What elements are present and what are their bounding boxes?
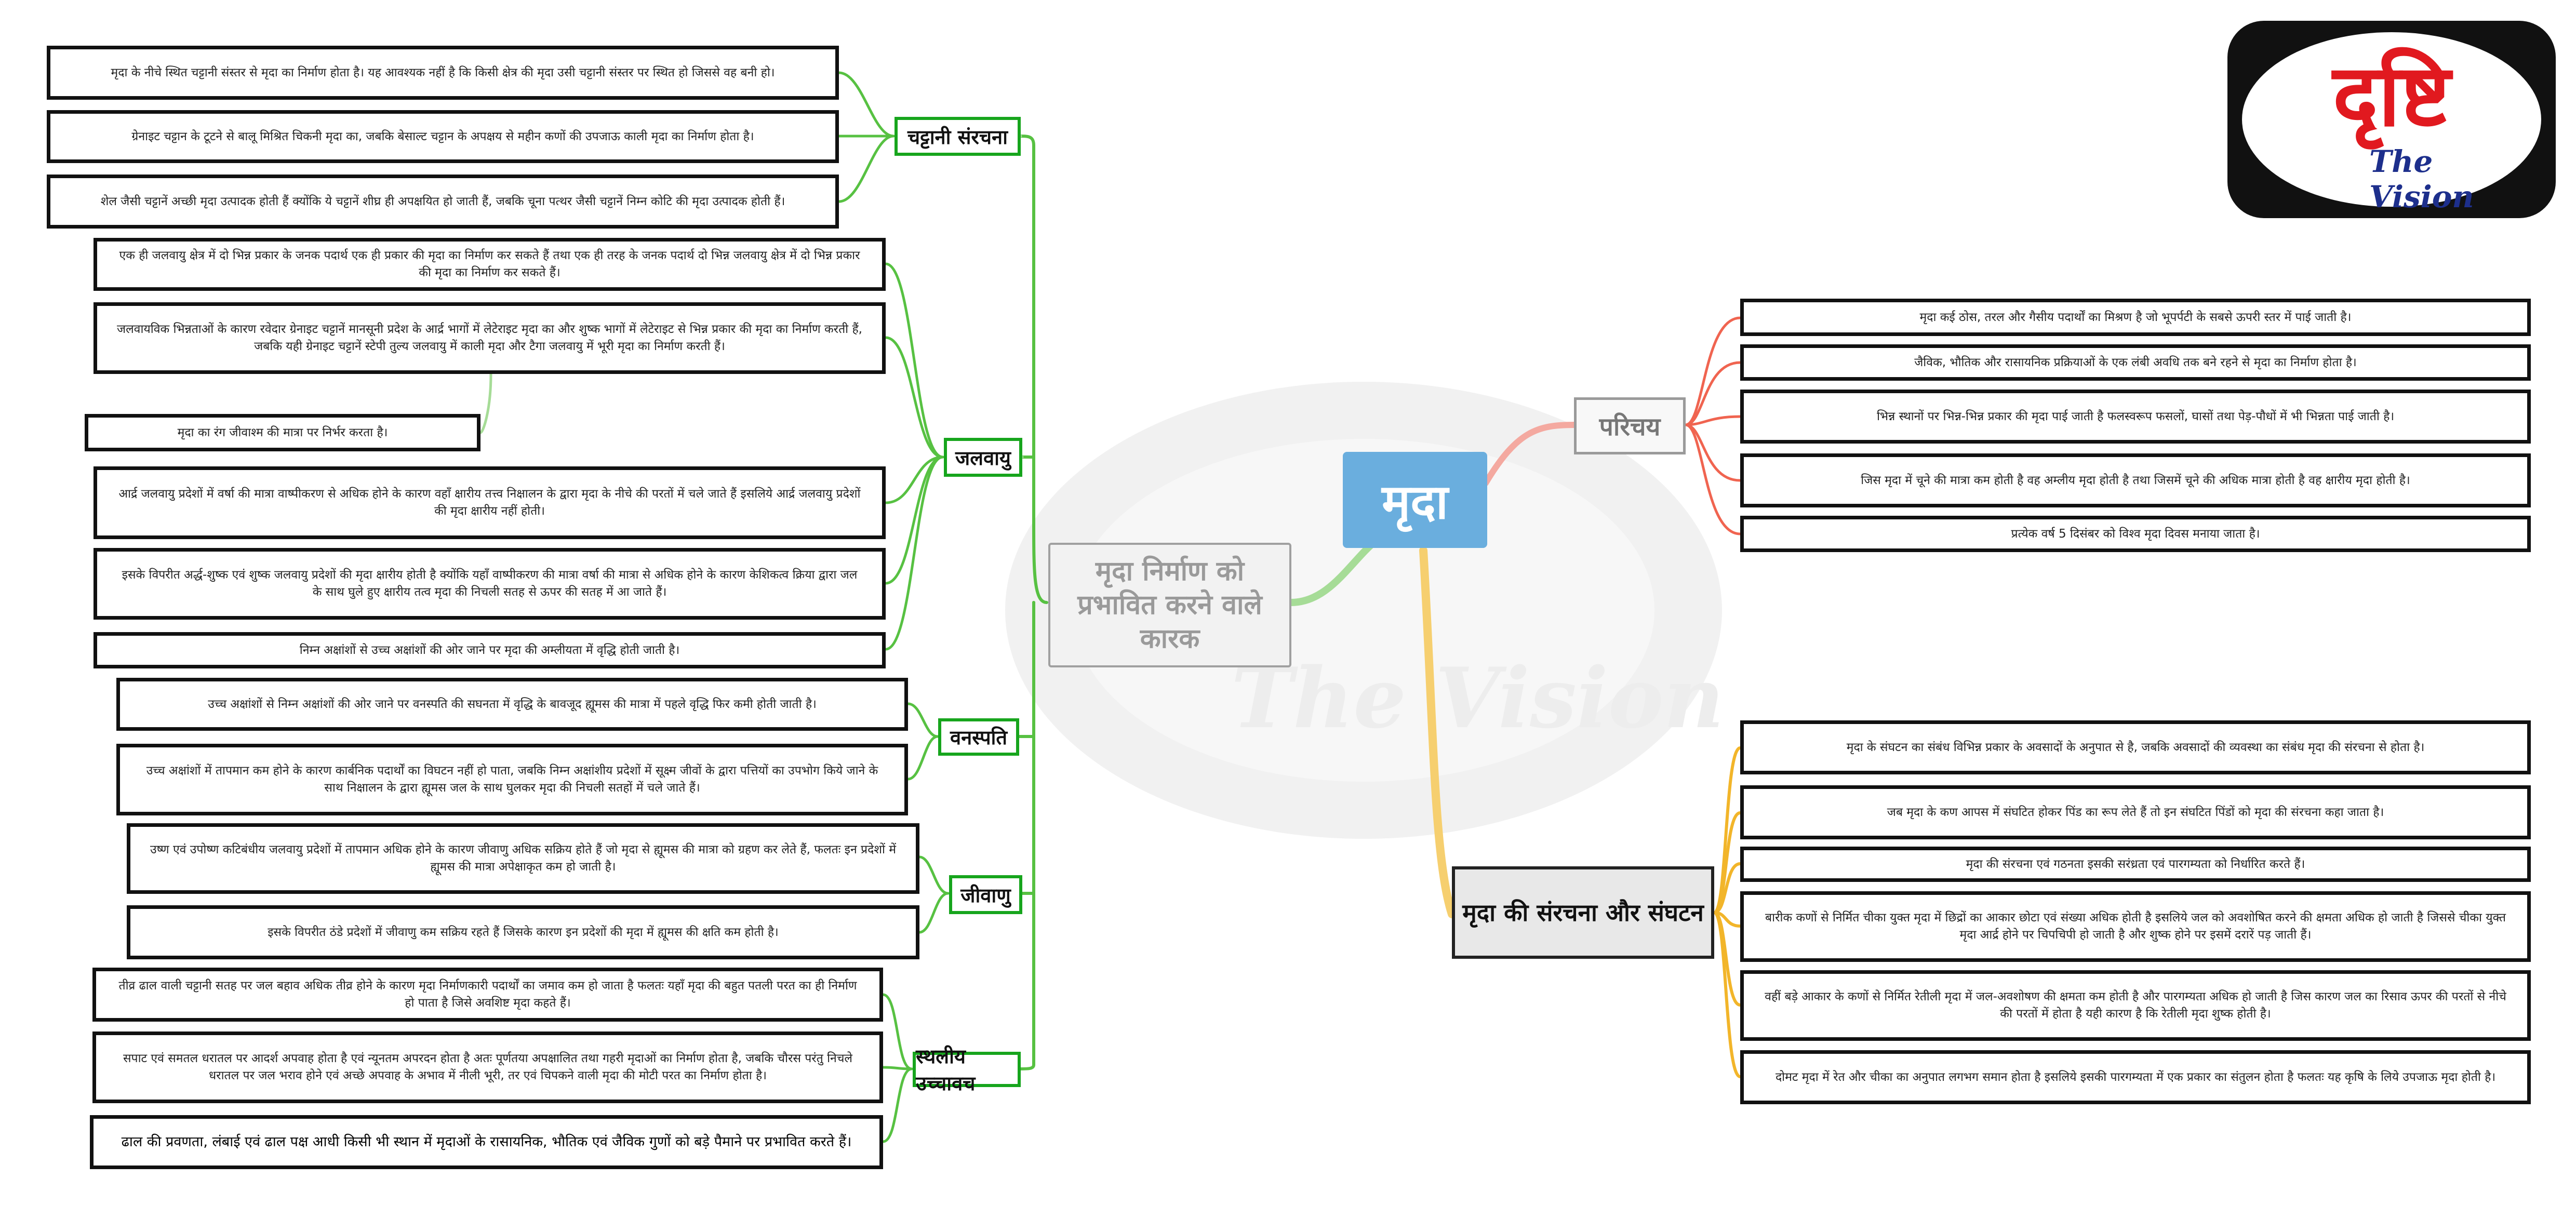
climate-leaf: आर्द्र जलवायु प्रदेशों में वर्षा की मात्… — [94, 466, 886, 539]
logo-english-text: The Vision — [2369, 144, 2474, 215]
relief-leaf: ढाल की प्रवणता, लंबाई एवं ढाल पक्ष आधी क… — [90, 1115, 883, 1169]
category-vegetation[interactable]: वनस्पति — [938, 718, 1019, 756]
bacteria-leaf: इसके विपरीत ठंडे प्रदेशों में जीवाणु कम … — [127, 905, 919, 959]
intro-node[interactable]: परिचय — [1574, 397, 1686, 454]
structure-leaf: मृदा के संघटन का संबंध विभिन्न प्रकार के… — [1740, 720, 2531, 774]
intro-leaf: जैविक, भौतिक और रासायनिक प्रक्रियाओं के … — [1740, 344, 2531, 381]
structure-leaf: मृदा की संरचना एवं गठनता इसकी सरंध्रता ए… — [1740, 847, 2531, 882]
logo-oval: दृष्टि The Vision — [2242, 32, 2541, 215]
structure-leaf: दोमट मृदा में रेत और चीका का अनुपात लगभग… — [1740, 1050, 2531, 1104]
intro-leaf: जिस मृदा में चूने की मात्रा कम होती है व… — [1740, 453, 2531, 507]
logo-hindi-text: दृष्टि — [2332, 46, 2451, 145]
structure-leaf: बारीक कणों से निर्मित चीका युक्त मृदा मे… — [1740, 891, 2531, 962]
vegetation-leaf: उच्च अक्षांशों में तापमान कम होने के कार… — [116, 744, 908, 815]
climate-leaf: जलवायविक भिन्नताओं के कारण रवेदार ग्रेना… — [94, 302, 886, 374]
relief-leaf: सपाट एवं समतल धरातल पर आदर्श अपवाह होता … — [92, 1032, 883, 1103]
climate-leaf: इसके विपरीत अर्द्ध-शुष्क एवं शुष्क जलवाय… — [94, 548, 886, 620]
climate-leaf: एक ही जलवायु क्षेत्र में दो भिन्न प्रकार… — [94, 238, 886, 291]
climate-leaf: निम्न अक्षांशों से उच्च अक्षांशों की ओर … — [94, 632, 886, 668]
watermark-text: The Vision — [1231, 649, 1724, 747]
structure-leaf: वहीं बड़े आकार के कणों से निर्मित रेतीली… — [1740, 970, 2531, 1041]
structure-leaf: जब मृदा के कण आपस में संघटित होकर पिंड क… — [1740, 785, 2531, 839]
relief-leaf: तीव्र ढाल वाली चट्टानी सतह पर जल बहाव अध… — [92, 968, 883, 1022]
intro-leaf: मृदा कई ठोस, तरल और गैसीय पदार्थों का मि… — [1740, 299, 2531, 336]
category-relief[interactable]: स्थलीय उच्चावच — [913, 1045, 1021, 1095]
climate-leaf: मृदा का रंग जीवाश्म की मात्रा पर निर्भर … — [85, 414, 481, 451]
intro-leaf: प्रत्येक वर्ष 5 दिसंबर को विश्व मृदा दिव… — [1740, 516, 2531, 552]
structure-node[interactable]: मृदा की संरचना और संघटन — [1452, 866, 1714, 959]
category-rock-structure[interactable]: चट्टानी संरचना — [895, 117, 1021, 156]
intro-leaf: भिन्न स्थानों पर भिन्न-भिन्न प्रकार की म… — [1740, 390, 2531, 444]
factors-node[interactable]: मृदा निर्माण को प्रभावित करने वाले कारक — [1048, 543, 1291, 667]
rock-leaf: ग्रेनाइट चट्टान के टूटने से बालू मिश्रित… — [47, 110, 839, 163]
root-node[interactable]: मृदा — [1343, 452, 1487, 548]
vegetation-leaf: उच्च अक्षांशों से निम्न अक्षांशों की ओर … — [116, 678, 908, 731]
rock-leaf: मृदा के नीचे स्थित चट्टानी संस्तर से मृद… — [47, 46, 839, 100]
category-climate[interactable]: जलवायु — [944, 438, 1022, 477]
rock-leaf: शेल जैसी चट्टानें अच्छी मृदा उत्पादक होत… — [47, 175, 839, 229]
drishti-logo: दृष्टि The Vision — [2227, 21, 2556, 218]
bacteria-leaf: उष्ण एवं उपोष्ण कटिबंधीय जलवायु प्रदेशों… — [127, 823, 919, 894]
category-bacteria[interactable]: जीवाणु — [949, 875, 1022, 914]
